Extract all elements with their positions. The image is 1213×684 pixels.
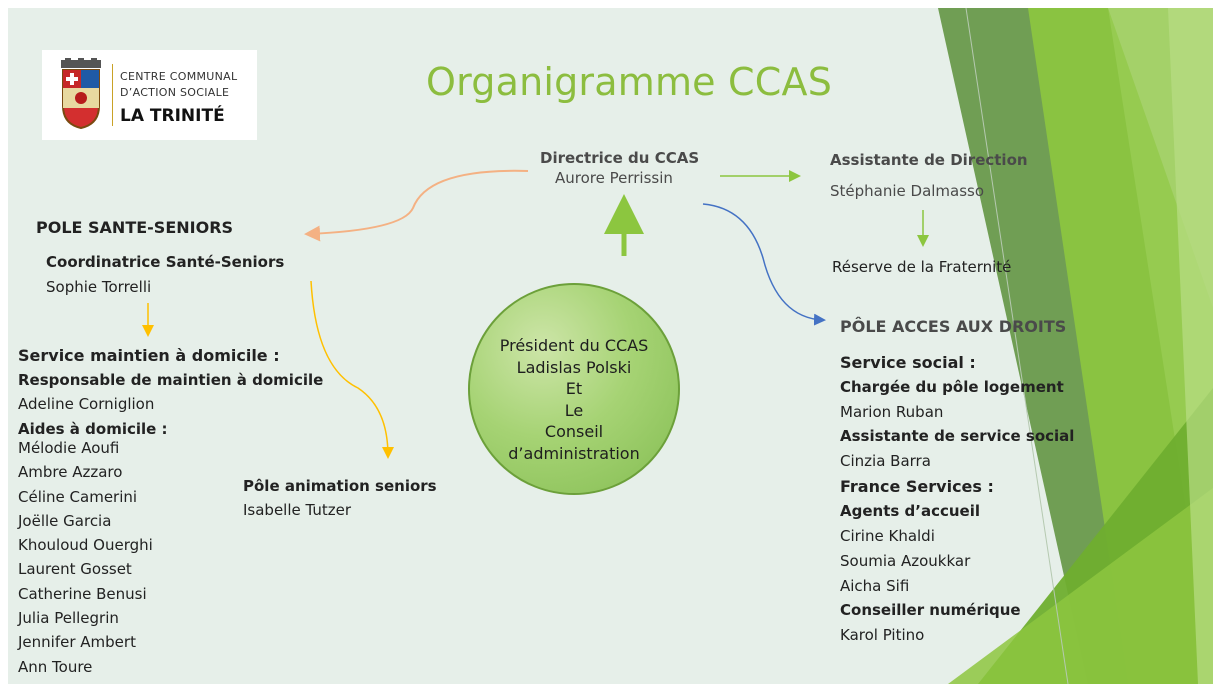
president-text: Président du CCAS Ladislas Polski Et Le … <box>470 335 678 465</box>
assistant-title: Assistante de Direction <box>830 151 1028 169</box>
logo-line-1: CENTRE COMMUNAL <box>120 70 238 83</box>
list-item: Soumia Azoukkar <box>840 552 971 570</box>
aides-title: Aides à domicile : <box>18 420 168 438</box>
arrow-director-to-pole-droits <box>702 203 826 326</box>
coordinator-title: Coordinatrice Santé-Seniors <box>46 253 285 271</box>
aides-list: Mélodie Aoufi Ambre Azzaro Céline Cameri… <box>18 436 153 679</box>
numerique-title: Conseiller numérique <box>840 601 1021 619</box>
animation-title: Pôle animation seniors <box>243 477 437 495</box>
decorative-background <box>938 8 1213 684</box>
page-title: Organigramme CCAS <box>426 60 833 104</box>
director-name: Aurore Perrissin <box>555 169 673 187</box>
pole-droits-title: PÔLE ACCES AUX DROITS <box>840 317 1067 336</box>
president-line: Et <box>565 379 583 399</box>
list-item: Mélodie Aoufi <box>18 439 120 457</box>
logo-line-2: D’ACTION SOCIALE <box>120 86 230 99</box>
list-item: Julia Pellegrin <box>18 609 119 628</box>
president-line: Conseil <box>544 422 604 442</box>
coordinator-name: Sophie Torrelli <box>46 278 152 296</box>
assistante-social-name: Cinzia Barra <box>840 452 931 470</box>
list-item: Khouloud Ouerghi <box>18 536 153 555</box>
list-item: Laurent Gosset <box>18 560 132 579</box>
logo: CENTRE COMMUNAL D’ACTION SOCIALE LA TRIN… <box>42 50 257 140</box>
service-social-title: Service social : <box>840 353 976 372</box>
crest-icon <box>61 58 101 130</box>
list-item: Ann Toure <box>18 657 93 676</box>
logo-separator <box>112 64 113 126</box>
pole-sante-title: POLE SANTE-SENIORS <box>36 218 234 237</box>
president-line: d’administration <box>508 443 640 463</box>
slide: CENTRE COMMUNAL D’ACTION SOCIALE LA TRIN… <box>8 8 1213 684</box>
agents-title: Agents d’accueil <box>840 502 980 520</box>
list-item: Aicha Sifi <box>840 577 910 595</box>
president-line: Le <box>564 400 584 420</box>
list-item: Jennifer Ambert <box>18 633 136 652</box>
manager-name: Adeline Corniglion <box>18 395 155 413</box>
france-services-title: France Services : <box>840 477 994 496</box>
director-title: Directrice du CCAS <box>540 149 700 167</box>
president-line: Président du CCAS <box>499 336 649 355</box>
logement-name: Marion Ruban <box>840 403 944 421</box>
arrow-director-to-pole-sante <box>304 169 529 242</box>
assistant-name: Stéphanie Dalmasso <box>830 182 985 200</box>
list-item: Joëlle Garcia <box>18 511 112 530</box>
reserve-label: Réserve de la Fraternité <box>832 258 1012 276</box>
service-maintien-title: Service maintien à domicile : <box>18 346 280 365</box>
list-item: Céline Camerini <box>18 487 138 506</box>
assistante-social-title: Assistante de service social <box>840 427 1075 445</box>
logo-name: LA TRINITÉ <box>120 106 225 126</box>
arrow-coordinator-to-animation <box>310 280 394 459</box>
connector-arrows <box>142 169 929 459</box>
list-item: Ambre Azzaro <box>18 463 123 482</box>
president-circle: Président du CCAS Ladislas Polski Et Le … <box>468 283 680 495</box>
manager-title: Responsable de maintien à domicile <box>18 371 324 389</box>
logement-title: Chargée du pôle logement <box>840 378 1064 396</box>
president-line: Ladislas Polski <box>516 357 632 377</box>
numerique-name: Karol Pitino <box>840 626 925 644</box>
list-item: Catherine Benusi <box>18 584 147 603</box>
list-item: Cirine Khaldi <box>840 527 935 545</box>
animation-name: Isabelle Tutzer <box>243 501 352 519</box>
